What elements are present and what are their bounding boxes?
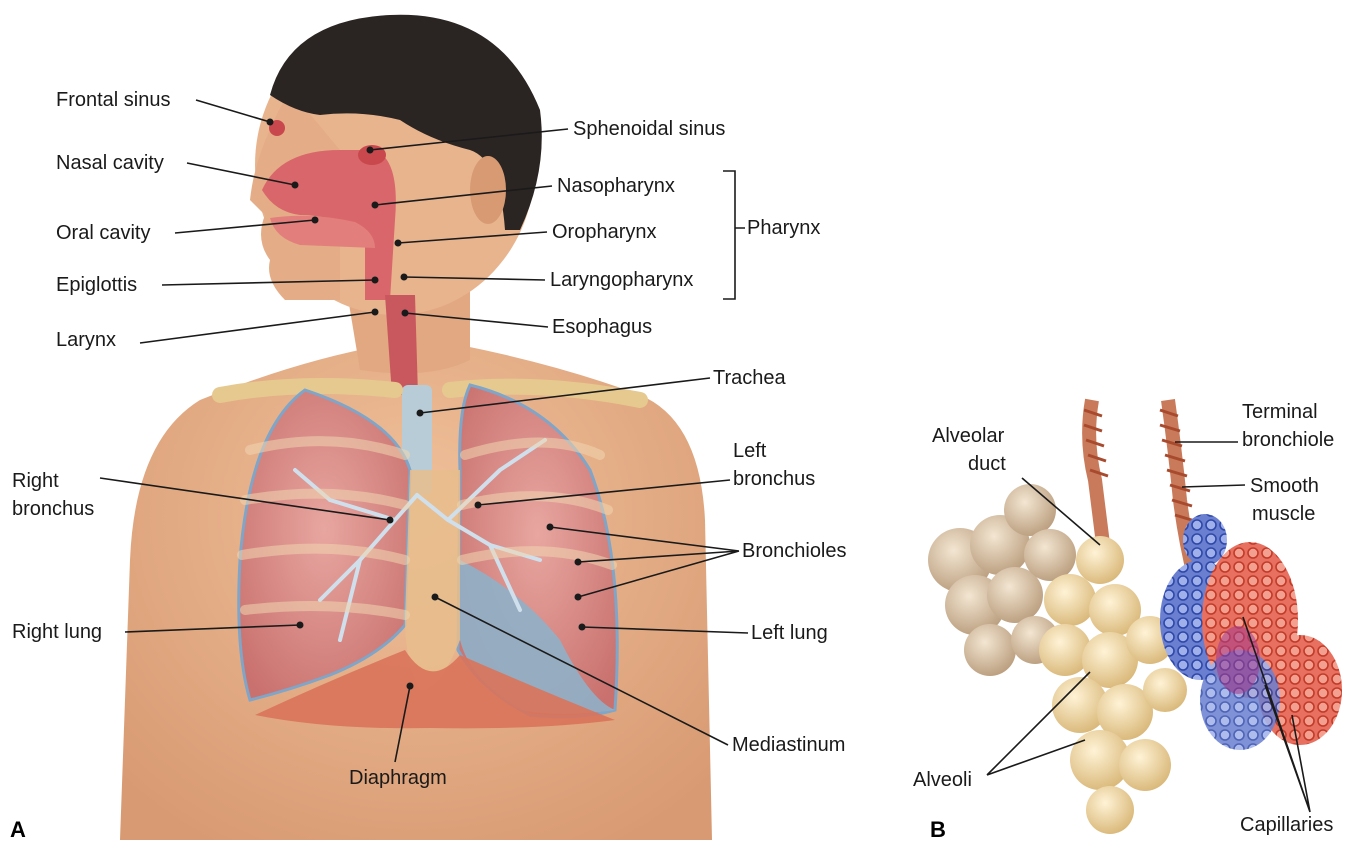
label-alveolar-duct-line1: Alveolar — [932, 425, 1004, 447]
label-oral-cavity: Oral cavity — [56, 222, 150, 244]
panel-label-a: A — [10, 817, 26, 843]
label-alveoli: Alveoli — [913, 769, 972, 791]
label-smooth-muscle-line2: muscle — [1252, 503, 1315, 525]
label-alveolar-duct-line2: duct — [968, 453, 1006, 475]
panel-label-b: B — [930, 817, 946, 843]
capillary-network — [1160, 514, 1342, 750]
label-oropharynx: Oropharynx — [552, 221, 657, 243]
ear — [470, 156, 506, 224]
label-left-bronchus-line1: Left — [733, 440, 766, 462]
label-terminal-bronchiole-line2: bronchiole — [1242, 429, 1334, 451]
label-nasal-cavity: Nasal cavity — [56, 152, 164, 174]
mediastinum-shape — [405, 470, 460, 690]
label-pharynx: Pharynx — [747, 217, 820, 239]
terminal-bronchiole-left — [1089, 400, 1105, 560]
label-larynx: Larynx — [56, 329, 116, 351]
label-diaphragm: Diaphragm — [349, 767, 447, 789]
front-alveolar-cluster — [1039, 536, 1187, 834]
label-esophagus: Esophagus — [552, 316, 652, 338]
label-left-bronchus-line2: bronchus — [733, 468, 815, 490]
label-nasopharynx: Nasopharynx — [557, 175, 675, 197]
label-laryngopharynx: Laryngopharynx — [550, 269, 693, 291]
label-sphenoidal-sinus: Sphenoidal sinus — [573, 118, 725, 140]
label-frontal-sinus: Frontal sinus — [56, 89, 171, 111]
label-right-bronchus-line2: bronchus — [12, 498, 94, 520]
label-smooth-muscle-line1: Smooth — [1250, 475, 1319, 497]
label-right-lung: Right lung — [12, 621, 102, 643]
label-bronchioles: Bronchioles — [742, 540, 847, 562]
label-left-lung: Left lung — [751, 622, 828, 644]
label-right-bronchus-line1: Right — [12, 470, 59, 492]
label-trachea: Trachea — [713, 367, 786, 389]
label-terminal-bronchiole-line1: Terminal — [1242, 401, 1318, 423]
label-epiglottis: Epiglottis — [56, 274, 137, 296]
label-capillaries: Capillaries — [1240, 814, 1333, 836]
label-mediastinum: Mediastinum — [732, 734, 845, 756]
